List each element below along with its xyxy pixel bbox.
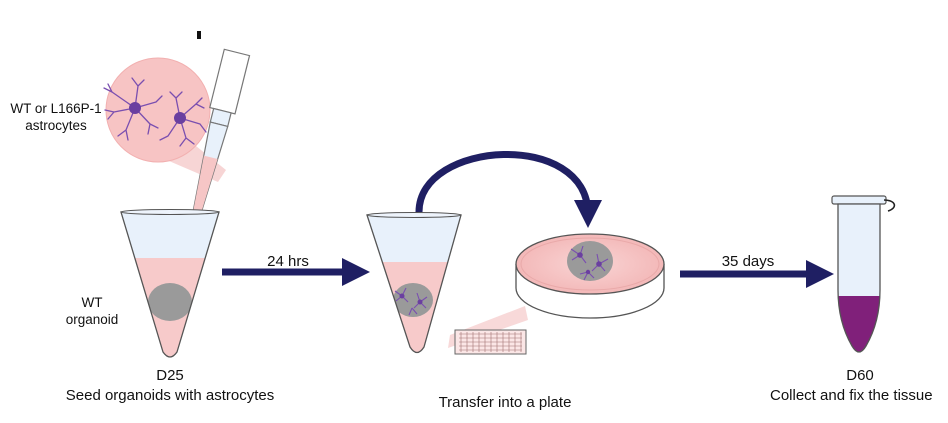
step1-day: D25: [156, 367, 184, 384]
organoid-icon: [148, 283, 192, 321]
step3-caption: Collect and fix the tissue: [770, 387, 933, 404]
step3-day: D60: [846, 367, 874, 384]
culture-dish-icon: [515, 233, 665, 319]
arrow1-label: 24 hrs: [267, 253, 309, 270]
astrocytes-label-line1: WT or L166P-1: [10, 101, 102, 116]
arrow-transfer-curved: [415, 151, 602, 228]
step2-caption: Transfer into a plate: [438, 394, 572, 411]
well-plate-icon: [448, 306, 528, 355]
astrocytes-label: WT or L166P-1 astrocytes: [0, 100, 112, 134]
transfer-tube-icon: [366, 212, 462, 354]
eppendorf-tube-icon: [831, 195, 896, 353]
organoid-label-line2: organoid: [65, 312, 119, 327]
seeding-tube-icon: [120, 209, 220, 358]
astrocytes-label-line2: astrocytes: [25, 118, 87, 133]
organoid-label-line1: WT: [81, 295, 103, 310]
step1-caption: Seed organoids with astrocytes: [65, 387, 275, 404]
arrow2-label: 35 days: [721, 253, 775, 270]
organoid-label: WT organoid: [52, 294, 132, 328]
pipette-icon: [188, 48, 251, 233]
top-mark: [197, 31, 201, 39]
